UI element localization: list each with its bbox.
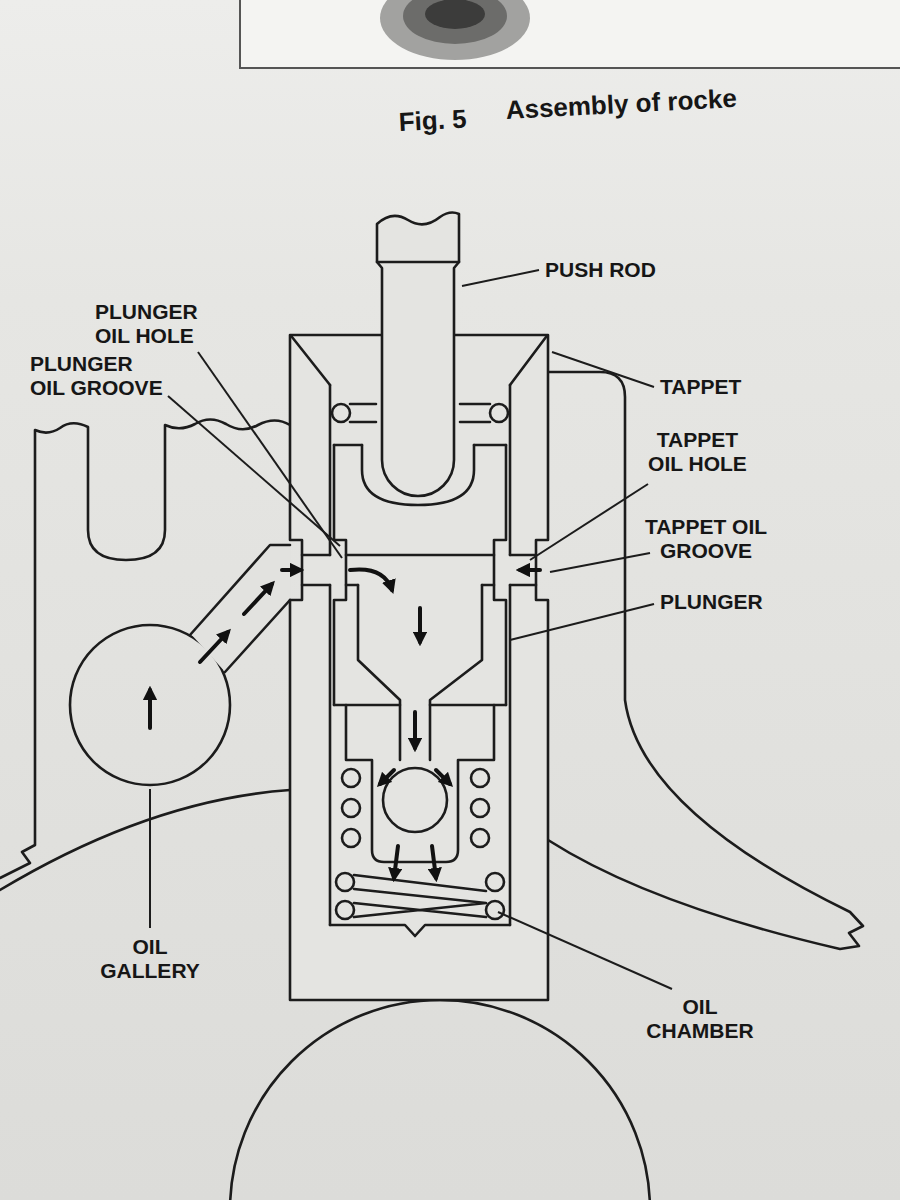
plunger-spring-coil [486,873,504,891]
valve-cage [346,705,494,862]
part-label: OIL CHAMBER [640,995,760,1043]
photo-part [380,0,530,60]
engine-block [548,372,863,949]
push-rod-step [377,261,459,264]
leader-line [168,396,340,546]
part-label: TAPPET OIL HOLE [640,428,755,476]
retainer-coil [490,404,508,422]
valve-spring-coil [471,829,489,847]
flow-arrow [413,712,417,748]
plunger-spring-coil [336,873,354,891]
flow-arrow [436,770,450,784]
photo-fragment [240,0,900,68]
flow-arrow [350,569,392,590]
cam-lobe [230,1000,650,1200]
flow-arrow [380,770,394,784]
oil-passage-wall [225,600,290,672]
flow-arrow [148,690,152,728]
bore-bottom [330,925,510,936]
leader-line [462,270,539,286]
retainer-coil [332,404,350,422]
leader-line [552,352,654,387]
figure-number: Fig. 5 [398,104,467,137]
part-label: PLUNGER OIL GROOVE [30,352,170,400]
flow-arrow [394,846,398,878]
plunger-spring-coil [486,901,504,919]
flow-arrow [418,608,422,642]
plunger-bottom [334,704,506,707]
part-label: OIL GALLERY [95,935,205,983]
leader-line [550,553,650,572]
valve-spring-coil [471,769,489,787]
leader-line [510,604,654,640]
oil-passage-wall [190,545,290,635]
leader-line [498,912,672,989]
valve-spring-coil [471,799,489,817]
leader-line [530,484,648,560]
tappet-oil-hole [302,555,536,585]
part-label: PUSH ROD [545,258,656,282]
check-ball [383,768,447,832]
plunger-cavity [358,585,482,760]
flow-arrow [282,568,300,572]
leader-line [149,789,151,928]
part-label: PLUNGER OIL HOLE [95,300,225,348]
valve-spring-coil [342,829,360,847]
flow-arrow [432,846,436,878]
part-label: TAPPET [660,375,741,399]
part-label: PLUNGER [660,590,763,614]
figure-caption: Assembly of rocke [505,84,737,126]
photo-part [425,0,485,29]
oil-passage [190,543,291,674]
valve-spring-coil [342,799,360,817]
leader-line [198,352,342,558]
engine-block-edge [0,790,290,890]
photo-part [403,0,507,44]
part-label: TAPPET OIL GROOVE [636,515,776,563]
flow-arrow [520,568,540,572]
flow-arrow [200,632,228,662]
flow-arrow [244,584,272,614]
plunger-spring-coil [336,901,354,919]
engine-block [0,420,290,879]
valve-spring-coil [342,769,360,787]
plunger-spring-wire [354,875,486,917]
push-rod [377,213,459,496]
